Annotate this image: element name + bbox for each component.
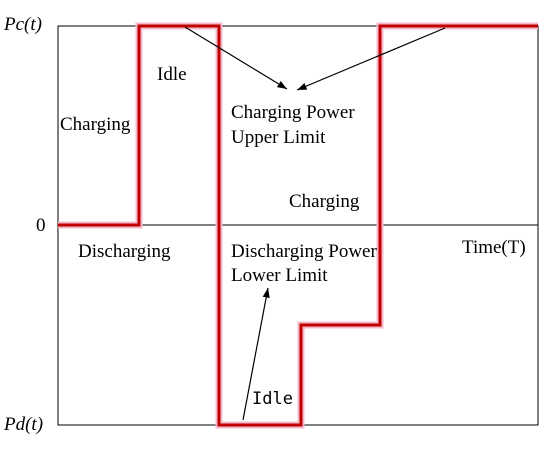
- annotation-charging-left: Charging: [60, 114, 131, 135]
- series-line-0: [58, 24, 538, 427]
- annotation-charging-power: Charging Power: [231, 102, 355, 123]
- annotation-idle-top: Idle: [157, 64, 187, 85]
- series-layer: [58, 22, 538, 429]
- arrow-upper-right: [296, 27, 446, 91]
- annotation-discharging: Discharging: [78, 241, 171, 262]
- annotation-discharging-power: Discharging Power: [231, 241, 377, 262]
- y-top-label: Pc(t): [3, 14, 42, 35]
- x-axis-label: Time(T): [462, 237, 526, 258]
- y-bottom-label: Pd(t): [3, 414, 43, 435]
- arrow-upper-left: [184, 26, 288, 90]
- annotation-charging-right: Charging: [289, 191, 360, 212]
- arrow-lower-limit: [242, 287, 270, 421]
- annotation-lower-limit: Lower Limit: [231, 265, 328, 286]
- y-zero-label: 0: [36, 215, 46, 236]
- annotation-idle-bottom: Idle: [252, 389, 293, 409]
- annotation-upper-limit: Upper Limit: [231, 127, 326, 148]
